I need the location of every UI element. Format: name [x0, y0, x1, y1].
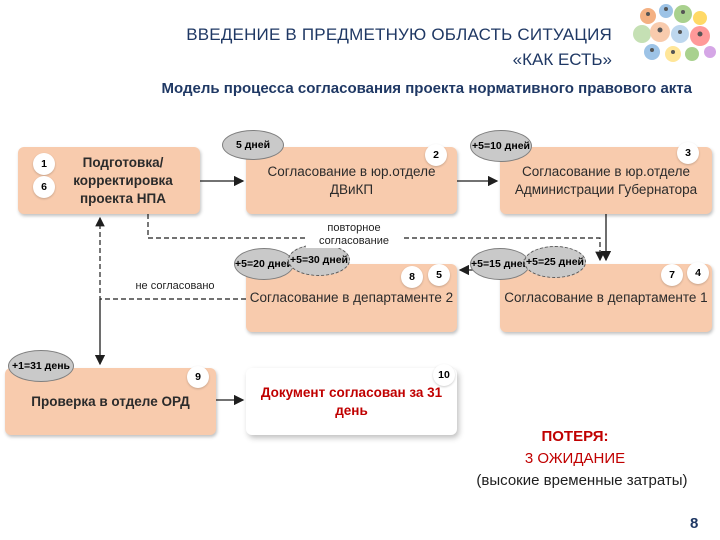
step-badge-8: 8 [401, 266, 423, 288]
step-badge-1: 1 [33, 153, 55, 175]
step-badge-9: 9 [187, 366, 209, 388]
step-badge-2: 2 [425, 144, 447, 166]
loss-item: 3 ОЖИДАНИЕ [524, 450, 626, 467]
duration-dept1-first: +5=15 дней [470, 248, 530, 280]
box-legal-dept-approval: Согласование в юр.отделе ДВиКП [246, 147, 457, 214]
page-title-line2: «КАК ЕСТЬ» [512, 50, 612, 69]
duration-ord: +1=31 день [8, 350, 74, 382]
page-number: 8 [690, 515, 699, 532]
step-badge-10: 10 [433, 364, 455, 386]
duration-dept2-first: +5=20 дней [234, 248, 294, 280]
page-subtitle: Модель процесса согласования проекта нор… [161, 80, 692, 97]
duration-legal: 5 дней [222, 130, 284, 160]
people-circle-logo-icon [633, 4, 716, 62]
step-badge-5: 5 [428, 264, 450, 286]
duration-dept2-repeat: +5=30 дней [288, 244, 350, 276]
step-badge-4: 4 [687, 262, 709, 284]
step-badge-7: 7 [661, 264, 683, 286]
step-badge-3: 3 [677, 142, 699, 164]
step-badge-6: 6 [33, 176, 55, 198]
duration-admin: +5=10 дней [470, 130, 532, 162]
page-title-line1: ВВЕДЕНИЕ В ПРЕДМЕТНУЮ ОБЛАСТЬ СИТУАЦИЯ [186, 25, 612, 44]
box-admin-legal-approval: Согласование в юр.отделе Администрации Г… [500, 147, 712, 214]
loss-title: ПОТЕРЯ: [541, 428, 609, 445]
box-document-approved: Документ согласован за 31 день [246, 368, 457, 435]
note-not-agreed: не согласовано [132, 280, 218, 293]
duration-dept1-repeat: +5=25 дней [524, 246, 586, 278]
note-repeat-approval: повторное согласование [306, 222, 402, 248]
loss-detail: (высокие временные затраты) [476, 472, 688, 489]
